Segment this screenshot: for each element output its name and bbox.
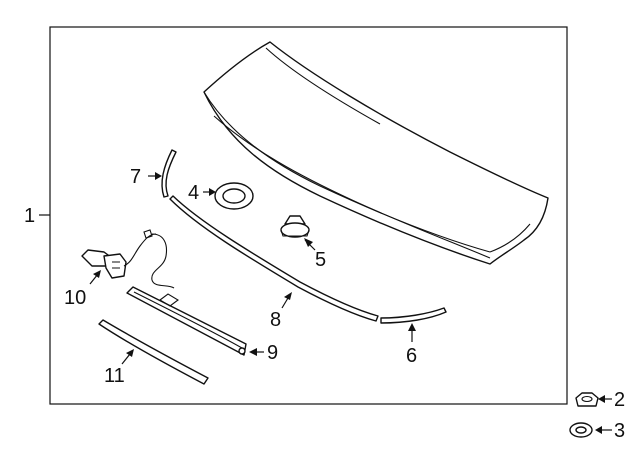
callout-11-arrow: [126, 349, 134, 357]
callout-1[interactable]: 1: [24, 205, 35, 227]
callout-11[interactable]: 11: [104, 365, 125, 387]
callout-5[interactable]: 5: [315, 249, 326, 271]
callout-3-arrow: [595, 426, 602, 434]
callout-4-arrow: [209, 188, 216, 196]
lamp-socket-part-10: [81, 229, 175, 289]
callout-5-arrow: [304, 238, 313, 247]
callout-7[interactable]: 7: [130, 166, 141, 188]
callout-4[interactable]: 4: [188, 182, 199, 204]
callout-10-arrow: [93, 270, 101, 278]
callout-8-arrow: [284, 292, 292, 300]
callout-6[interactable]: 6: [406, 345, 417, 367]
callout-9[interactable]: 9: [267, 342, 278, 364]
callout-8-leader: [281, 297, 289, 309]
seal-part-7: [161, 149, 177, 198]
lens-strip-part-11: [98, 319, 209, 385]
seal-part-8: [169, 195, 379, 322]
callout-9-arrow: [249, 348, 257, 356]
callout-6-arrow: [408, 323, 416, 331]
nut-part-2: [575, 392, 599, 407]
seal-part-6: [380, 307, 447, 324]
callout-10[interactable]: 10: [64, 287, 86, 309]
callout-8[interactable]: 8: [270, 309, 281, 331]
callout-2-arrow: [598, 395, 605, 403]
callout-2[interactable]: 2: [614, 389, 625, 411]
callout-3[interactable]: 3: [614, 420, 625, 442]
callout-7-arrow: [155, 172, 162, 180]
stop-lamp-part-9: [126, 286, 247, 356]
spoiler: [203, 41, 549, 265]
clip-part-5: [280, 215, 310, 238]
grommet-part-4: [214, 182, 254, 210]
callout-11-leader: [121, 353, 131, 365]
washer-part-3: [569, 422, 593, 438]
